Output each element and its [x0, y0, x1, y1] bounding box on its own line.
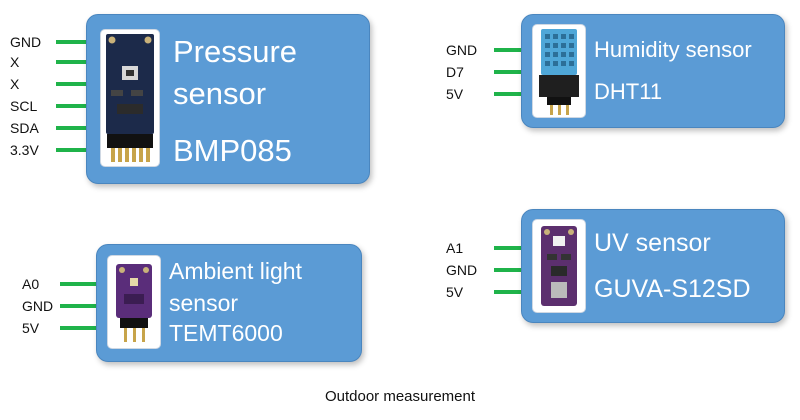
temt6000-module-photo: [108, 256, 160, 348]
uv-sensor-title: UV sensor: [594, 226, 711, 260]
pin-wire: [494, 246, 522, 250]
pin-label: A0: [22, 276, 40, 292]
ambient-light-sensor-model: TEMT6000: [169, 320, 283, 346]
pin-label: GND: [10, 34, 42, 50]
title-line: Humidity sensor: [594, 37, 752, 62]
pin-label: 3.3V: [10, 142, 39, 158]
pin-wire: [494, 92, 522, 96]
pin-label: 5V: [22, 320, 40, 336]
humidity-sensor-title: Humidity sensor: [594, 35, 752, 65]
pin-label: 5V: [446, 284, 464, 300]
pressure-sensor-card: Pressure sensor BMP085: [86, 14, 370, 184]
uv-sensor-model: GUVA-S12SD: [594, 275, 751, 303]
pin-label: SDA: [10, 120, 39, 136]
title-line: Pressure: [173, 34, 298, 69]
title-line: UV sensor: [594, 229, 711, 257]
pin-label: GND: [446, 262, 478, 278]
pin-wire: [494, 48, 522, 52]
figure-caption: Outdoor measurement: [324, 388, 476, 405]
pin-wire: [494, 290, 522, 294]
guva-s12sd-module-photo: [533, 220, 585, 312]
humidity-sensor-card: Humidity sensor DHT11: [521, 14, 785, 128]
pin-wire: [494, 268, 522, 272]
pin-label: X: [10, 54, 20, 70]
bmp085-board-icon: [106, 34, 154, 162]
pin-label: 5V: [446, 86, 464, 102]
pin-wire: [60, 304, 98, 308]
pin-wire: [60, 282, 98, 286]
pin-wire: [494, 70, 522, 74]
pressure-sensor-title: Pressure sensor: [173, 31, 297, 115]
pin-label: GND: [446, 42, 478, 58]
uv-sensor-card: UV sensor GUVA-S12SD: [521, 209, 785, 323]
guva-s12sd-board-icon: [541, 226, 577, 306]
pin-wire: [60, 326, 98, 330]
pin-wire: [56, 60, 96, 64]
dht11-module-photo: [533, 25, 585, 117]
pressure-sensor-model: BMP085: [173, 133, 292, 168]
title-line: Ambient light: [169, 258, 302, 284]
title-line: sensor: [169, 290, 239, 316]
pin-label: D7: [446, 64, 464, 80]
pin-wire: [56, 126, 96, 130]
pin-label: A1: [446, 240, 464, 256]
pin-wire: [56, 82, 96, 86]
pin-wire: [56, 148, 96, 152]
temt6000-board-icon: [116, 264, 152, 342]
bmp085-module-photo: [101, 30, 159, 166]
pin-label: SCL: [10, 98, 38, 114]
pin-label: GND: [22, 298, 54, 314]
pin-label: X: [10, 76, 20, 92]
ambient-light-sensor-title: Ambient light sensor: [169, 255, 302, 319]
ambient-light-sensor-card: Ambient light sensor TEMT6000: [96, 244, 362, 362]
dht11-sensor-icon: [539, 29, 579, 115]
title-line: sensor: [173, 76, 267, 111]
pin-wire: [56, 40, 96, 44]
humidity-sensor-model: DHT11: [594, 79, 663, 104]
pin-wire: [56, 104, 96, 108]
